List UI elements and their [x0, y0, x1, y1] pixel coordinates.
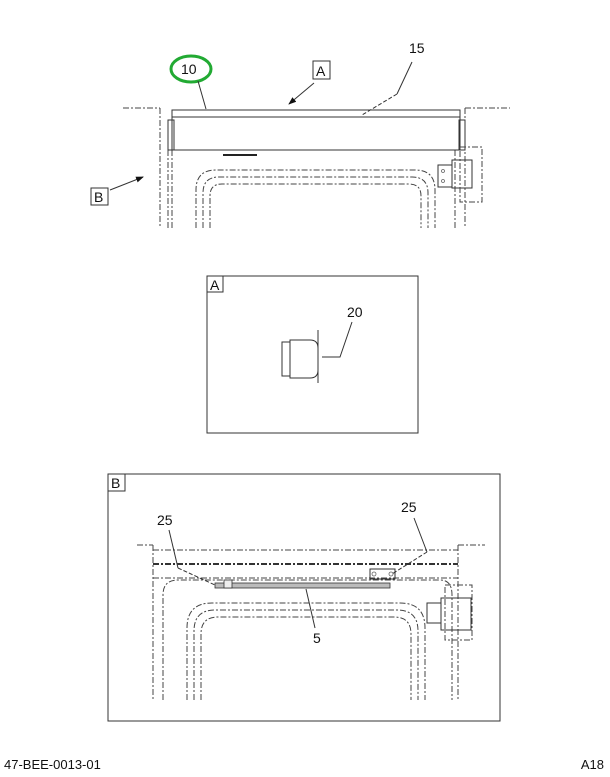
callout-10: 10 [181, 61, 197, 77]
view-a-marker: A [316, 63, 326, 79]
callout-5: 5 [313, 630, 321, 646]
drawing-number: 47-BEE-0013-01 [4, 757, 101, 772]
callout-25-left: 25 [157, 512, 173, 528]
leader-5 [305, 588, 316, 629]
detail-a: A 20 [206, 275, 419, 434]
callout-15: 15 [409, 40, 425, 56]
view-b-marker: B [94, 189, 103, 205]
arrow-b [109, 176, 144, 191]
leader-20 [322, 321, 353, 358]
view-a-marker-box [312, 60, 331, 80]
detail-b-label: B [111, 475, 120, 491]
leader-10 [197, 80, 207, 110]
part-5 [214, 582, 391, 589]
callout-25-right: 25 [401, 499, 417, 515]
header-panel [171, 109, 461, 151]
arrow-a [288, 82, 315, 105]
view-b-marker-box [90, 187, 109, 206]
detail-a-label: A [210, 277, 220, 293]
detail-b: B 25 25 5 [107, 473, 501, 722]
leader-15 [396, 61, 413, 95]
callout-20: 20 [347, 304, 363, 320]
page-reference: A18 [580, 757, 604, 772]
highlight-circle [169, 54, 213, 84]
part-20 [289, 339, 319, 379]
main-view [123, 107, 510, 228]
